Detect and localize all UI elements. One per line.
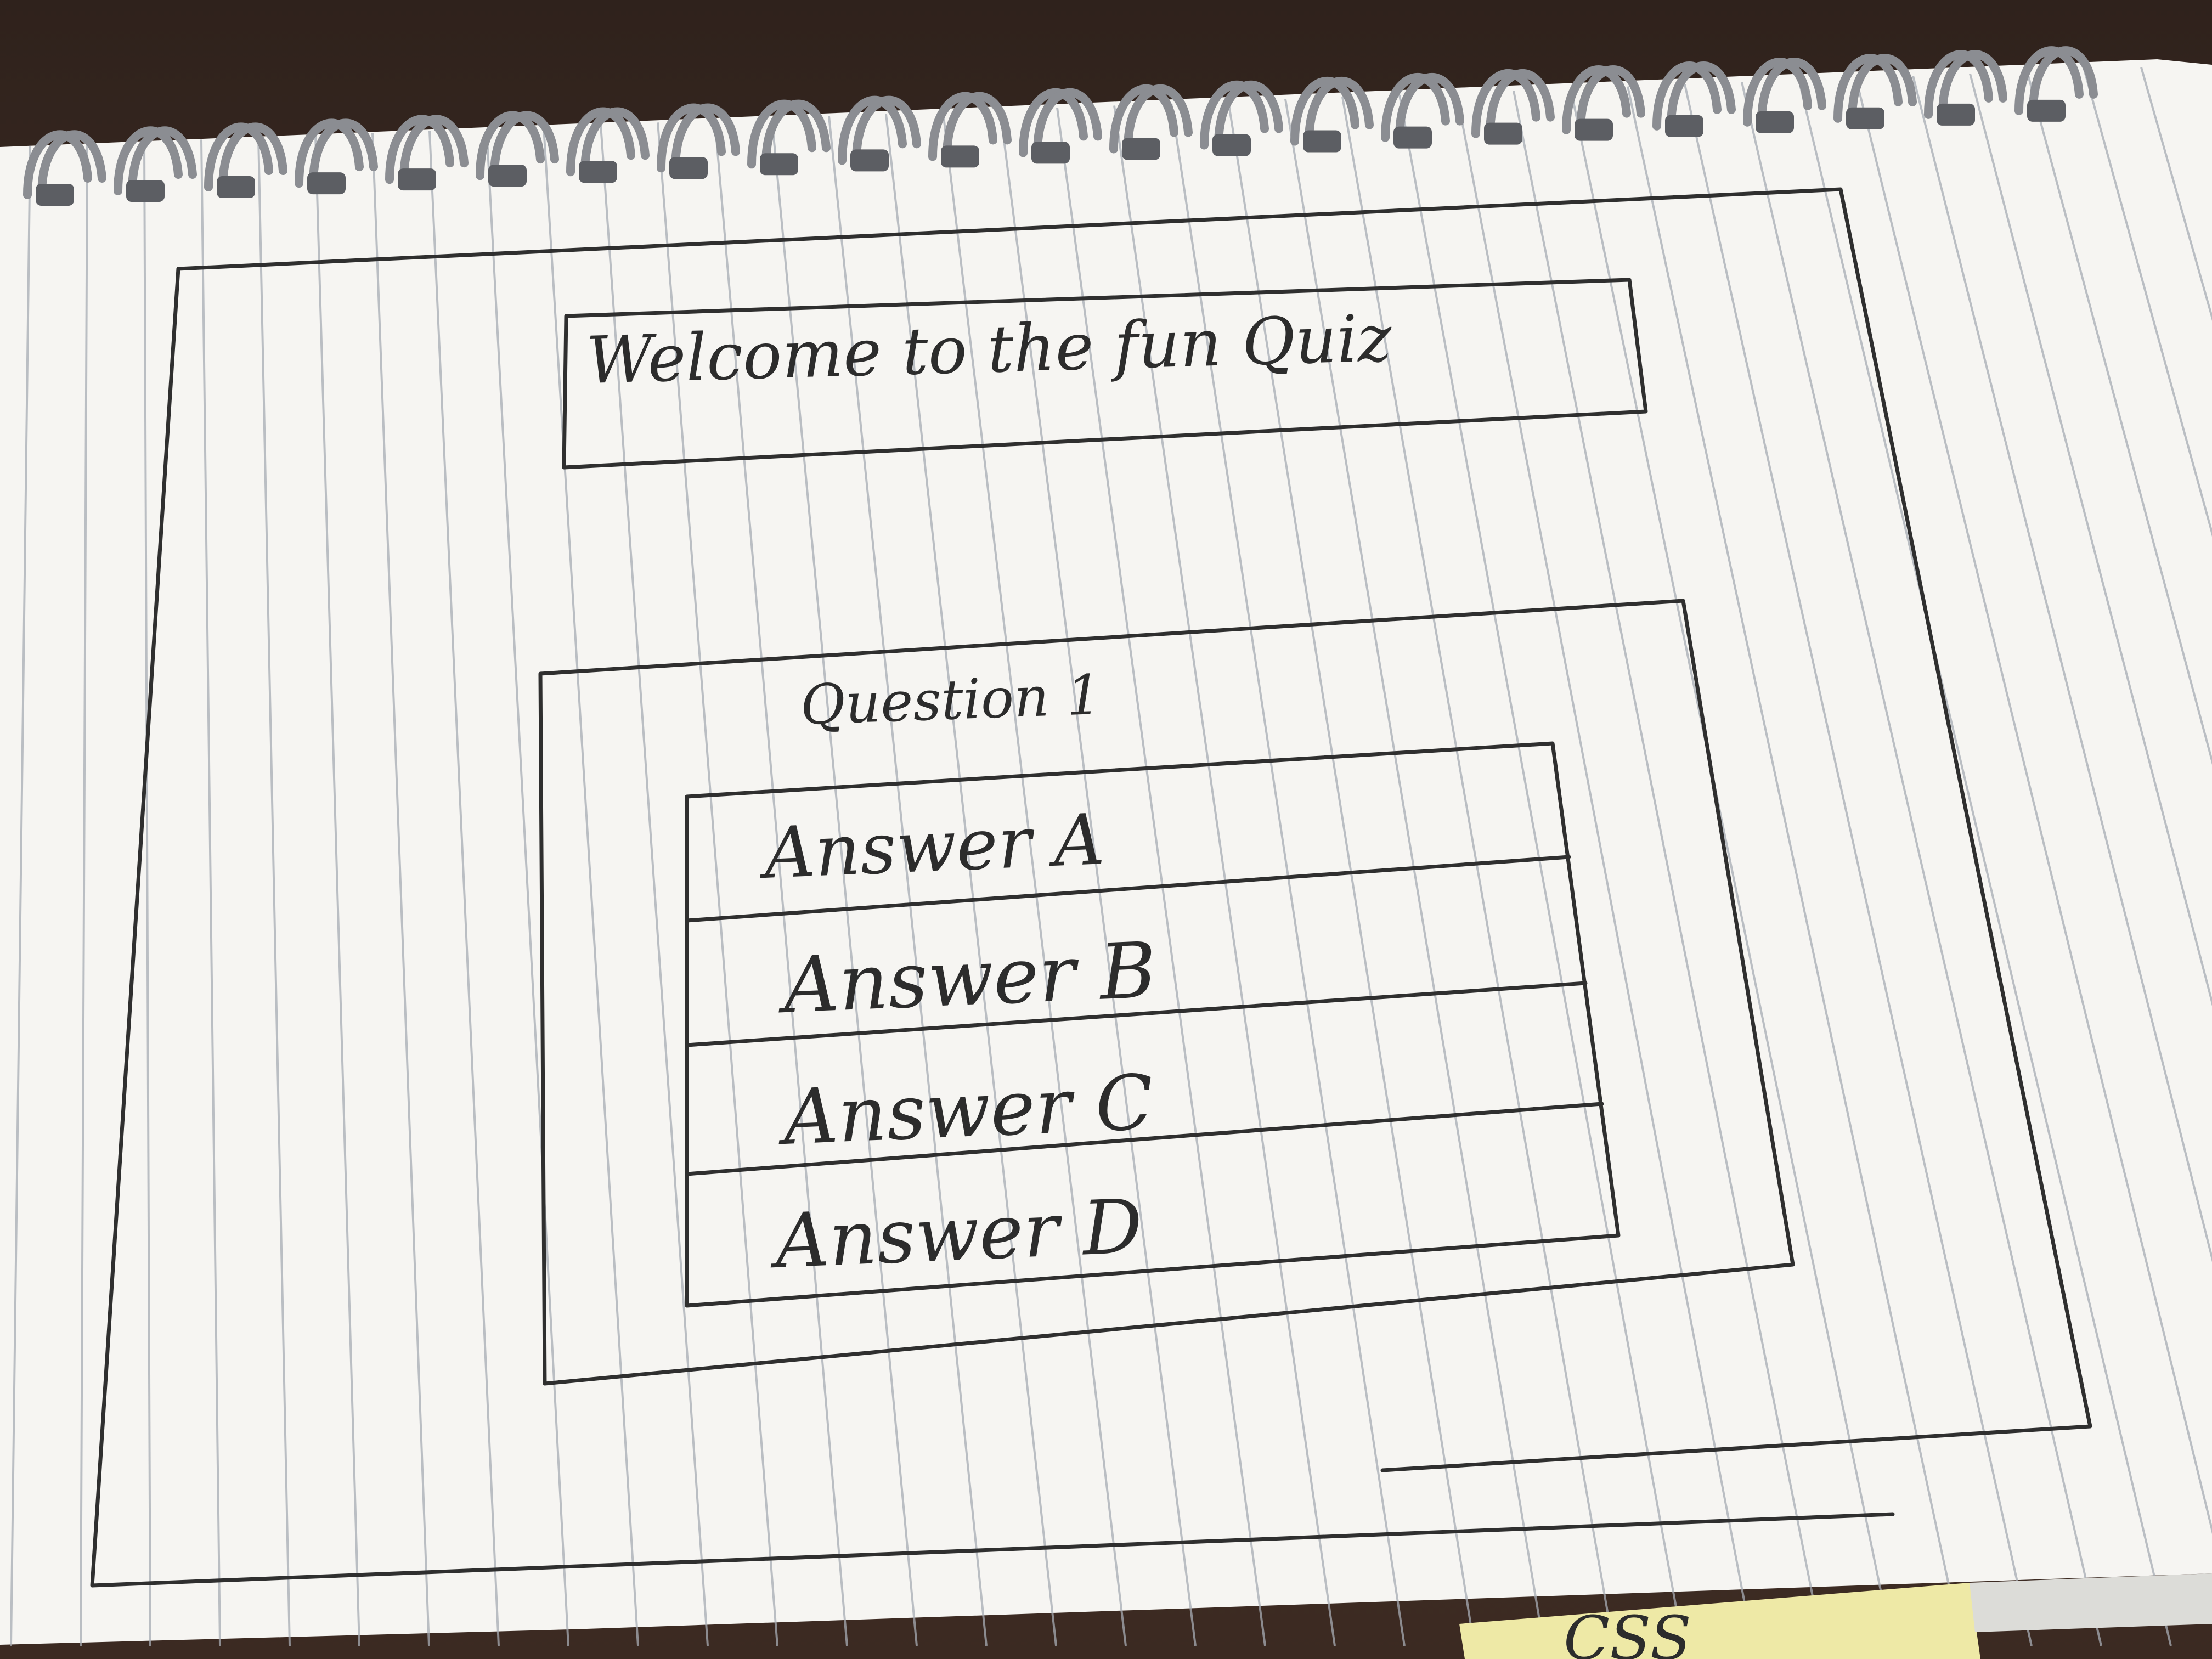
rule-line	[371, 133, 430, 1646]
rule-line	[1170, 103, 1406, 1646]
coil-ring	[1200, 81, 1283, 156]
rule-line	[1855, 77, 2212, 1534]
coil-ring	[1381, 73, 1464, 149]
title-box-outline	[562, 278, 1648, 470]
rule-line	[1455, 92, 1754, 1646]
rule-line	[1969, 73, 2212, 1007]
rule-line	[885, 114, 1057, 1646]
question-label: Question 1	[799, 663, 1103, 737]
answer-option-d[interactable]: Answer D	[768, 1183, 1144, 1285]
coil-ring	[1109, 84, 1193, 160]
coil-ring	[23, 130, 106, 206]
rule-line	[1113, 105, 1336, 1646]
coil-ring	[1924, 50, 2007, 126]
page-stack-edge	[1970, 1573, 2212, 1632]
rule-line	[1741, 82, 2102, 1646]
answer-list-outline	[685, 741, 1621, 1308]
answer-divider-3	[685, 1102, 1604, 1176]
rule-line	[200, 139, 221, 1646]
rule-line	[1056, 108, 1266, 1646]
rule-line	[428, 131, 500, 1646]
coil-ring	[657, 103, 740, 179]
sticky-note	[1459, 1583, 1980, 1659]
question-card-outline	[538, 599, 1795, 1386]
coil-ring	[928, 92, 1012, 168]
page-frame-outer	[90, 267, 1895, 1588]
sticky-note-text: CSS	[1564, 1603, 1691, 1659]
rule-line	[714, 120, 848, 1646]
coil-ring	[2015, 46, 2098, 122]
coil-ring	[476, 111, 559, 187]
rule-line	[143, 142, 151, 1646]
rule-line	[999, 109, 1197, 1646]
ruled-lines	[10, 67, 2212, 1646]
rule-line	[657, 122, 778, 1646]
rule-line	[600, 125, 709, 1646]
rule-line	[543, 127, 639, 1646]
rule-line	[1341, 97, 1615, 1646]
rule-line	[942, 111, 1127, 1646]
rule-line	[1513, 90, 1824, 1646]
rule-line	[10, 145, 31, 1646]
answer-divider-2	[685, 981, 1588, 1047]
rule-line	[1570, 88, 1893, 1646]
rule-line	[1398, 94, 1684, 1646]
rule-line	[80, 144, 88, 1646]
answer-option-b[interactable]: Answer B	[776, 926, 1158, 1031]
rule-line	[828, 116, 988, 1646]
rule-line	[1684, 84, 2033, 1646]
rule-line	[1912, 75, 2212, 1262]
coil-ring	[295, 119, 378, 195]
coil-ring	[114, 126, 197, 202]
page-frame-inner	[176, 187, 2092, 1472]
rule-line	[1627, 86, 1963, 1646]
rule-line	[1284, 99, 1545, 1646]
coil-ring	[747, 99, 831, 176]
rule-line	[2026, 71, 2212, 765]
coil-ring	[566, 107, 650, 183]
coil-ring	[1290, 77, 1374, 153]
rule-line	[314, 135, 360, 1646]
answer-divider-1	[685, 855, 1571, 923]
rule-line	[771, 118, 918, 1646]
coil-ring	[385, 115, 469, 191]
coil-ring	[1652, 61, 1736, 137]
coil-ring	[1743, 58, 1826, 133]
coil-ring	[838, 95, 921, 172]
rule-line	[2083, 69, 2212, 537]
rule-line	[1798, 80, 2172, 1646]
answer-option-c[interactable]: Answer C	[776, 1058, 1155, 1163]
coil-ring	[1019, 88, 1102, 164]
rule-line	[486, 128, 569, 1646]
answer-option-a[interactable]: Answer A	[757, 799, 1106, 895]
spiral-binding	[23, 46, 2098, 206]
coil-ring	[204, 122, 287, 199]
coil-ring	[1562, 65, 1645, 141]
notebook-page	[0, 59, 2212, 1645]
rule-line	[257, 137, 291, 1646]
coil-ring	[1833, 54, 1917, 129]
coil-ring	[1471, 69, 1555, 145]
